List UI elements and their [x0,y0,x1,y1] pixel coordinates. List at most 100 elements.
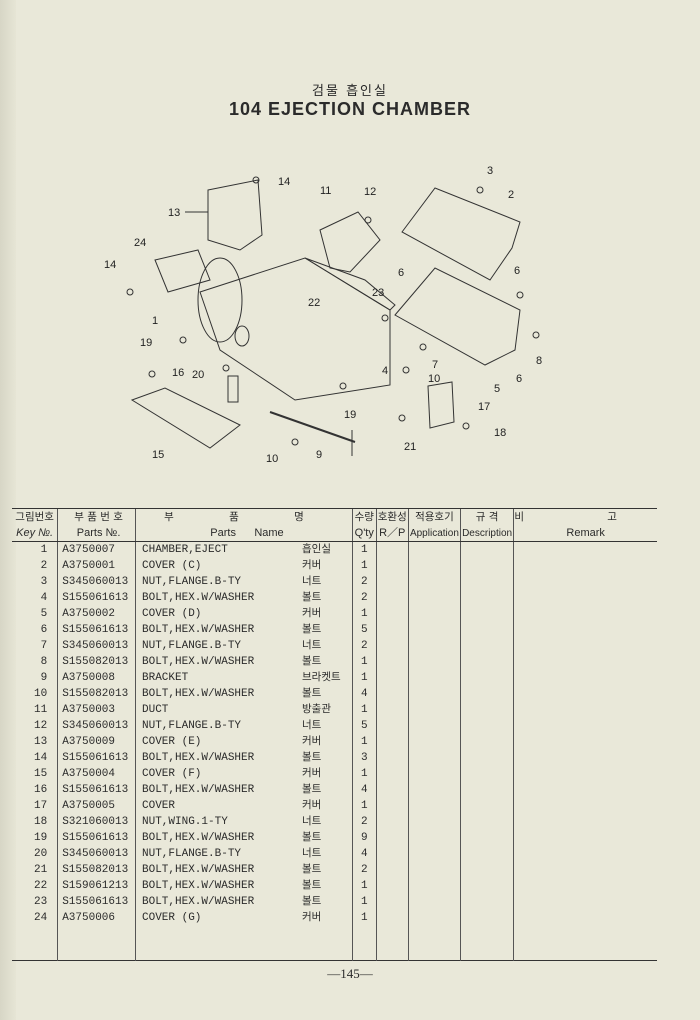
remark-cell [513,558,657,574]
page-number: —145— [327,966,373,981]
qty-cell: 2 [351,862,377,878]
part-number-cell: S155082013 [57,654,136,670]
header-qty-ko: 수량 [351,508,377,525]
key-cell: 22 [34,879,48,892]
part-number-cell: A3750001 [57,558,136,574]
rp-cell [375,830,409,846]
description-cell [459,782,514,798]
remark-cell [513,686,657,702]
part-number-cell: A3750004 [57,766,136,782]
header-app-ko: 적용호기 [407,508,461,525]
description-cell [459,798,514,814]
qty-cell: 5 [351,622,377,638]
header-partsno-ko: 부 품 번 호 [57,508,136,525]
key-cell: 2 [40,559,48,572]
bolt-8 [532,331,540,339]
application-cell [407,686,461,702]
rp-cell [375,798,409,814]
part-name-en: COVER (G) [142,912,202,924]
part-name-cell: COVER (F)커버 [135,766,353,782]
key-cell: 6 [40,623,48,636]
callout-19b: 19 [344,409,356,421]
small-bracket-shape [227,375,239,403]
callout-11: 11 [320,185,331,197]
callout-4: 4 [382,365,388,377]
rp-cell [375,862,409,878]
callout-6a: 6 [398,267,404,279]
cover-e-shape [207,179,263,251]
part-name-ko: 커버 [302,767,322,779]
rp-cell [375,846,409,862]
part-name-ko: 커버 [302,911,322,923]
part-name-en: COVER (C) [142,560,202,572]
remark-cell [513,734,657,750]
description-cell [459,654,514,670]
cover-d-shape [394,267,521,366]
part-number-cell: S155082013 [57,686,136,702]
part-number-cell: S159061213 [57,878,136,894]
part-name-en: BOLT,HEX.W/WASHER [142,592,255,604]
description-cell [459,734,514,750]
part-name-ko: 방출관 [302,703,331,715]
rp-cell [375,541,409,558]
header-key-en: Key №. [12,525,58,542]
key-cell: 18 [34,815,48,828]
part-name-ko: 브라켓트 [302,671,341,683]
callout-3: 3 [487,165,493,177]
key-cell: 11 [34,703,48,716]
part-name-ko: 볼트 [302,879,322,891]
remark-cell [513,814,657,830]
part-number-cell: S321060013 [57,814,136,830]
rp-cell [375,638,409,654]
rp-cell [375,606,409,622]
application-cell [407,894,461,910]
rp-cell [375,894,409,910]
part-name-ko: 볼트 [302,895,322,907]
remark-cell [513,574,657,590]
qty-cell: 1 [351,894,377,910]
remark-cell [513,670,657,686]
duct-shape [319,211,381,273]
part-name-en: BOLT,HEX.W/WASHER [142,656,255,668]
application-cell [407,558,461,574]
binding-edge [0,0,16,1020]
bolt-10-bottom [291,438,299,446]
application-cell [407,606,461,622]
remark-cell [513,654,657,670]
part-name-ko: 볼트 [302,783,322,795]
qty-cell: 4 [351,782,377,798]
application-cell [407,862,461,878]
callout-14b: 14 [104,259,116,271]
qty-cell: 1 [351,541,377,558]
bracket-bar [269,411,356,443]
key-cell: 4 [40,591,48,604]
rp-cell [375,590,409,606]
qty-cell: 1 [351,734,377,750]
part-number-cell: A3750003 [57,702,136,718]
remark-cell [513,718,657,734]
part-name-en: DUCT [142,704,169,716]
callout-10b: 10 [266,453,278,465]
part-name-ko: 볼트 [302,623,322,635]
part-name-ko: 너트 [302,639,322,651]
header-remark-en: Remark [513,525,657,542]
qty-cell: 1 [351,766,377,782]
description-cell [459,622,514,638]
title-korean: 검물 흡인실 [312,84,388,99]
callout-22: 22 [308,297,320,309]
key-cell: 20 [34,847,48,860]
part-name-cell: COVER (D)커버 [135,606,353,622]
